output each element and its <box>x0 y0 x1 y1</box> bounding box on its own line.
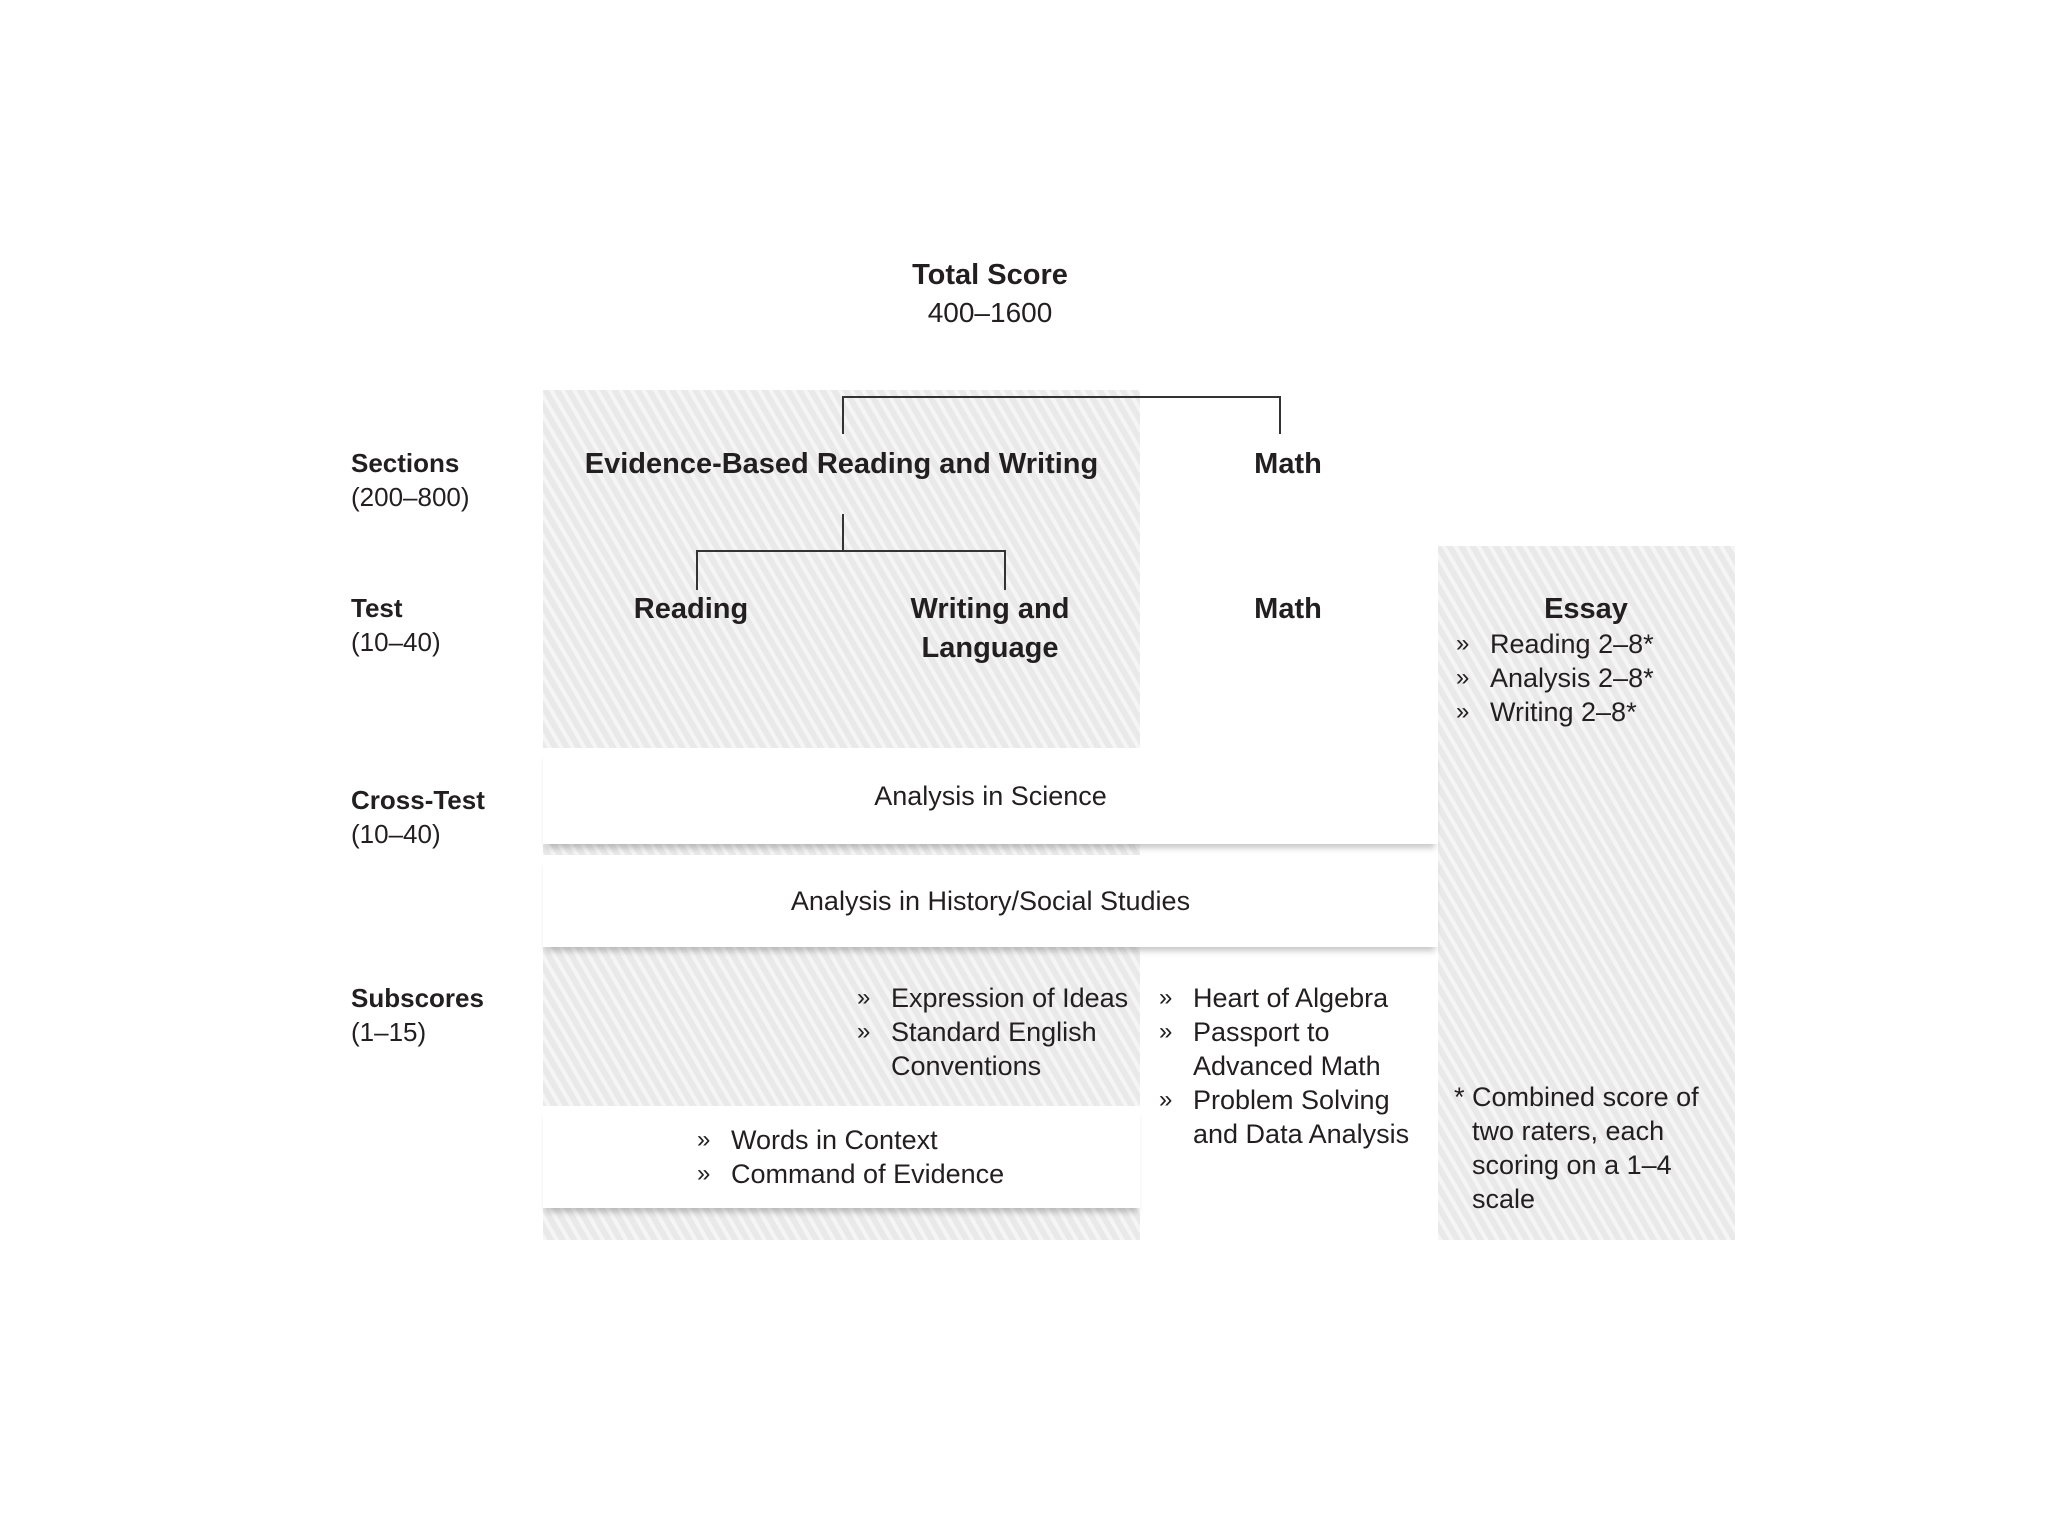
total-score-title: Total Score <box>912 259 1068 291</box>
cross-test-science: Analysis in Science <box>874 781 1107 811</box>
footnote-line: scale <box>1472 1184 1536 1214</box>
total-score: Total Score 400–1600 <box>840 256 1140 332</box>
essay-item: » Reading 2–8* <box>1456 627 1654 661</box>
essay-item: » Writing 2–8* <box>1456 695 1654 729</box>
cross-test-history: Analysis in History/Social Studies <box>790 886 1191 916</box>
row-label-cross-test: Cross-Test (10–40) <box>351 783 485 851</box>
test-writing-line2: Language <box>921 632 1059 664</box>
row-label-cross-test-range: (10–40) <box>351 819 441 849</box>
subscore-item: » Heart of Algebra <box>1159 981 1409 1015</box>
subscore-text: Standard English <box>891 1017 1097 1047</box>
essay-footnote: * Combined score of two raters, each sco… <box>1452 1080 1752 1216</box>
subscore-item: » Problem Solving and Data Analysis <box>1159 1083 1409 1151</box>
subscore-item: » Passport to Advanced Math <box>1159 1015 1409 1083</box>
row-label-test: Test (10–40) <box>351 591 441 659</box>
bullet-icon: » <box>857 984 871 1011</box>
bullet-icon: » <box>697 1126 711 1153</box>
row-label-subscores: Subscores (1–15) <box>351 981 484 1049</box>
section-ebrw: Evidence-Based Reading and Writing <box>584 448 1099 480</box>
math-subscores: » Heart of Algebra » Passport to Advanced M… <box>1159 981 1409 1151</box>
row-label-subscores-range: (1–15) <box>351 1017 427 1047</box>
row-label-sections-range: (200–800) <box>351 482 470 512</box>
test-reading: Reading <box>633 593 749 625</box>
row-label-sections-title: Sections <box>351 448 460 478</box>
test-math: Math <box>1254 593 1322 625</box>
subscore-text: Heart of Algebra <box>1193 983 1389 1013</box>
cross-test-history-box: Analysis in History/Social Studies <box>543 855 1438 947</box>
bullet-icon: » <box>1456 698 1470 725</box>
subscore-item: » Expression of Ideas <box>857 981 1128 1015</box>
essay-panel <box>1438 546 1735 1240</box>
bullet-icon: » <box>1159 1018 1173 1045</box>
essay-item-text: Analysis 2–8* <box>1490 663 1654 693</box>
essay-score-list: » Reading 2–8* » Analysis 2–8* » Writing 2–… <box>1456 627 1654 729</box>
bullet-icon: » <box>1456 664 1470 691</box>
section-math: Math <box>1254 448 1322 480</box>
row-label-test-title: Test <box>351 593 403 623</box>
subscore-text-cont: Advanced Math <box>1193 1051 1381 1081</box>
footnote-line: scoring on a 1–4 <box>1472 1150 1672 1180</box>
subscore-text: Problem Solving <box>1193 1085 1390 1115</box>
row-label-test-range: (10–40) <box>351 627 441 657</box>
bullet-icon: » <box>1456 630 1470 657</box>
subscore-text: Passport to <box>1193 1017 1330 1047</box>
row-label-subscores-title: Subscores <box>351 983 484 1013</box>
test-writing-and-language: Writing and Language <box>870 590 1110 668</box>
essay-item-text: Reading 2–8* <box>1490 629 1654 659</box>
cross-test-science-box: Analysis in Science <box>543 748 1438 844</box>
subscore-text-cont: Conventions <box>891 1051 1042 1081</box>
subscore-text: Expression of Ideas <box>891 983 1129 1013</box>
subscore-item: » Command of Evidence <box>697 1157 1004 1191</box>
subscore-text: Command of Evidence <box>731 1159 1005 1189</box>
footnote-line: two raters, each <box>1472 1116 1665 1146</box>
total-score-range: 400–1600 <box>927 297 1053 328</box>
test-writing-line1: Writing and <box>910 593 1070 625</box>
bullet-icon: » <box>697 1160 711 1187</box>
bullet-icon: » <box>857 1018 871 1045</box>
reading-subscores: » Words in Context » Command of Evidence <box>697 1123 1004 1191</box>
essay-item: » Analysis 2–8* <box>1456 661 1654 695</box>
reading-subscores-box: » Words in Context » Command of Evidence <box>543 1106 1140 1208</box>
bullet-icon: » <box>1159 984 1173 1011</box>
row-label-sections: Sections (200–800) <box>351 446 470 514</box>
bullet-icon: » <box>1159 1086 1173 1113</box>
essay-item-text: Writing 2–8* <box>1490 697 1637 727</box>
test-essay: Essay <box>1544 593 1628 625</box>
footnote-line: Combined score of <box>1472 1082 1699 1112</box>
subscore-item: » Words in Context <box>697 1123 1004 1157</box>
row-label-cross-test-title: Cross-Test <box>351 785 485 815</box>
subscore-text-cont: and Data Analysis <box>1193 1119 1410 1149</box>
subscore-text: Words in Context <box>731 1125 938 1155</box>
footnote-asterisk: * <box>1454 1082 1465 1112</box>
